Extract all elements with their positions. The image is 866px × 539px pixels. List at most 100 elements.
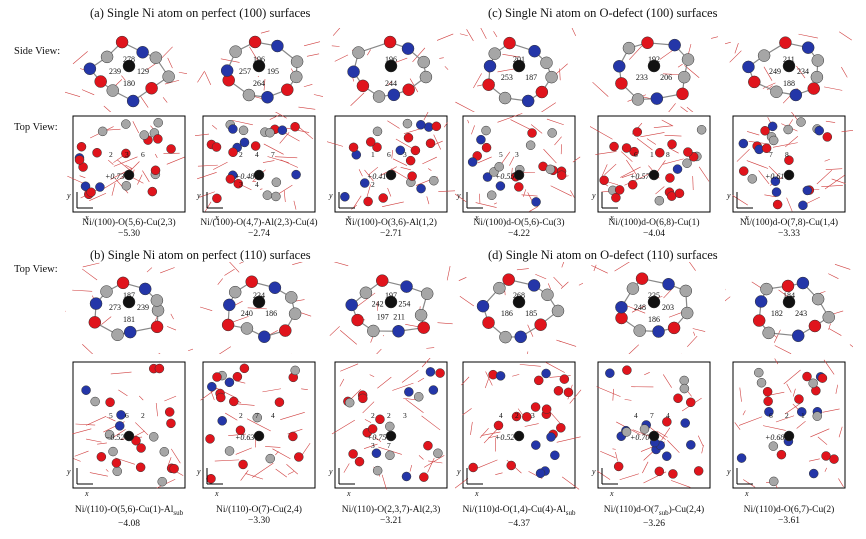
caption-label: Ni/(110)d-O(7: [603, 505, 659, 515]
bond-line: [481, 431, 501, 436]
bond-line: [73, 458, 81, 462]
bond-line: [436, 33, 454, 41]
bond-length-label: 235: [648, 291, 660, 300]
bond-length-label: 278: [123, 55, 135, 64]
panel-caption-6: Ni/(100)d-O(7,8)-Cu(1,4)−3.33: [725, 218, 853, 240]
bond-line: [561, 262, 565, 268]
bond-line: [225, 412, 238, 421]
bond-line: [571, 28, 576, 36]
bond-line: [475, 202, 497, 208]
oxygen-atom: [235, 425, 246, 436]
site-index-label: 5: [109, 411, 113, 420]
aluminum-atom: [768, 441, 779, 451]
aluminum-atom: [344, 397, 355, 408]
bond-line: [444, 66, 449, 70]
bond-line: [257, 75, 259, 78]
oxygen-atom: [556, 423, 566, 433]
oxygen-atom: [229, 396, 239, 407]
bond-line: [428, 460, 443, 464]
bond-line: [188, 348, 193, 352]
bond-line: [455, 101, 476, 113]
bond-line: [86, 438, 102, 443]
panel-caption-5: Ni/(100)d-O(6,8)-Cu(1)−4.04: [590, 218, 718, 240]
panel-caption-4: Ni/(100)d-O(5,6)-Cu(3)−4.22: [455, 218, 583, 240]
bond-line: [265, 446, 281, 448]
aluminum-atom: [488, 47, 501, 60]
bond-line: [303, 41, 321, 47]
bond-length-label: 197: [377, 313, 389, 322]
copper-atom: [652, 325, 665, 338]
oxygen-atom: [468, 462, 478, 473]
bond-line: [197, 172, 217, 180]
y-axis-letter: y: [456, 467, 461, 476]
nickel-atom: [512, 295, 526, 309]
site-index-label: 4: [634, 411, 638, 420]
nickel-atom: [253, 430, 265, 442]
copper-atom: [239, 137, 250, 148]
panel-caption-11: Ni/(110)d-O(7sub)-Cu(2,4)−3.26: [590, 505, 718, 530]
bond-line: [558, 340, 577, 347]
bond-line: [839, 31, 852, 41]
site-index-label: 4: [255, 180, 259, 189]
oxygen-atom: [493, 420, 504, 431]
oxygen-atom: [779, 36, 792, 49]
site-index-label: 3: [125, 150, 129, 159]
caption-energy: −3.30: [248, 516, 270, 526]
bond-line: [835, 384, 839, 394]
bond-line: [280, 412, 305, 420]
copper-atom: [742, 60, 755, 74]
copper-atom: [476, 134, 486, 145]
bond-line: [619, 473, 639, 481]
oxygen-atom: [111, 458, 122, 468]
bond-line: [113, 156, 138, 167]
bond-line: [786, 197, 793, 212]
oxygen-atom: [541, 404, 552, 414]
oxygen-atom: [423, 440, 433, 451]
bond-line: [301, 442, 311, 455]
nickel-atom: [253, 169, 265, 181]
site-index-label: 1: [801, 411, 805, 420]
section-title-c: (c) Single Ni atom on O-defect (100) sur…: [488, 6, 718, 20]
bond-line: [232, 120, 253, 126]
bond-line: [368, 166, 379, 176]
site-index-label: 6: [141, 150, 145, 159]
oxygen-atom: [356, 79, 370, 93]
aluminum-atom: [367, 324, 380, 338]
bond-length-label: 243: [795, 309, 807, 318]
oxygen-atom: [372, 142, 382, 152]
bond-line: [590, 126, 613, 140]
bond-line: [423, 455, 445, 468]
bond-line: [796, 65, 806, 79]
aluminum-atom: [822, 310, 835, 324]
oxygen-atom: [245, 275, 258, 288]
bond-line: [405, 398, 424, 413]
oxygen-atom: [615, 77, 628, 90]
bond-length-label: 195: [267, 67, 279, 76]
bond-line: [269, 114, 280, 120]
y-axis-letter: y: [726, 467, 731, 476]
bond-length-label: 180: [123, 79, 135, 88]
bond-line: [412, 47, 426, 63]
site-index-label: 4: [499, 411, 503, 420]
oxygen-atom: [627, 179, 638, 190]
nickel-atom: [647, 59, 661, 73]
bond-line: [298, 106, 316, 110]
copper-atom: [672, 164, 683, 174]
bond-length-label: 129: [137, 67, 149, 76]
oxygen-atom: [239, 363, 250, 374]
bond-length-label: 206: [660, 73, 672, 82]
site-index-label: 1: [371, 150, 375, 159]
copper-atom: [116, 410, 126, 420]
aluminum-atom: [413, 392, 424, 402]
bond-line: [426, 196, 430, 205]
bond-line: [670, 480, 691, 488]
bond-line: [301, 388, 308, 390]
site-index-label: 7: [271, 150, 275, 159]
bond-line: [816, 169, 833, 185]
oxygen-atom: [228, 147, 238, 158]
aluminum-atom: [112, 466, 122, 477]
copper-atom: [114, 421, 125, 431]
bond-length-label: 186: [648, 315, 660, 324]
